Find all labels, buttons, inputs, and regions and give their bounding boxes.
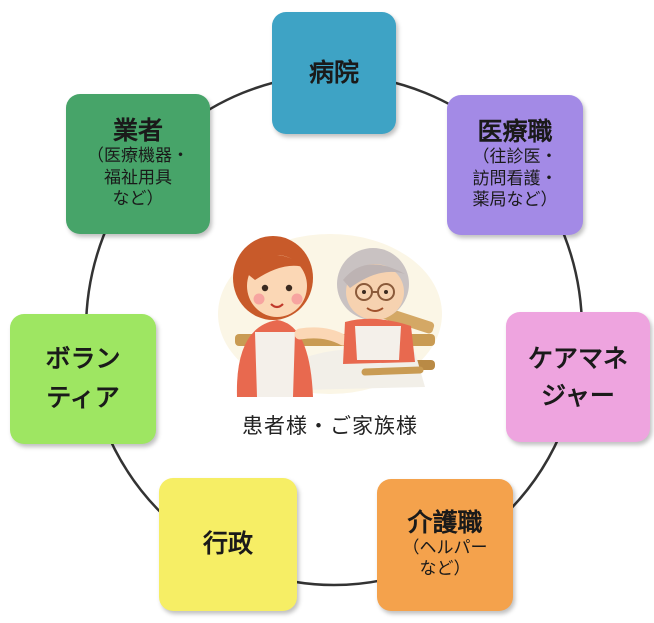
medical-staff-detail-2: 訪問看護・ — [472, 168, 558, 189]
volunteer-node: ボラン ティア — [10, 314, 156, 444]
hospital-node: 病院 — [272, 12, 396, 134]
medical-staff-title: 医療職 — [477, 117, 553, 146]
care-worker-detail-1: （ヘルパー — [402, 537, 488, 558]
care-worker-node: 介護職 （ヘルパー など） — [377, 479, 513, 611]
care-worker-title: 介護職 — [407, 507, 483, 537]
vendor-detail-3: など） — [112, 189, 164, 210]
hospital-title: 病院 — [308, 57, 359, 87]
medical-staff-detail-1: （往診医・ — [472, 146, 558, 167]
volunteer-title-line1: ボラン — [45, 344, 121, 374]
vendor-title: 業者 — [112, 116, 163, 145]
patient-family-label: 患者様・ご家族様 — [242, 414, 418, 438]
vendor-detail-2: 福祉用具 — [104, 167, 172, 188]
government-node: 行政 — [159, 478, 297, 611]
vendor-node: 業者 （医療機器・ 福祉用具 など） — [66, 94, 210, 234]
care-manager-node: ケアマネ ジャー — [506, 312, 650, 442]
care-manager-title-line1: ケアマネ — [527, 343, 628, 373]
medical-staff-detail-3: 薬局など） — [472, 190, 558, 211]
government-title: 行政 — [202, 529, 253, 559]
care-worker-detail-2: など） — [419, 559, 471, 580]
care-manager-title-line2: ジャー — [541, 381, 615, 410]
volunteer-title-line2: ティア — [46, 383, 120, 412]
vendor-detail-1: （医療機器・ — [87, 145, 189, 166]
patient-family-illustration — [218, 234, 442, 397]
medical-staff-node: 医療職 （往診医・ 訪問看護・ 薬局など） — [447, 95, 583, 235]
